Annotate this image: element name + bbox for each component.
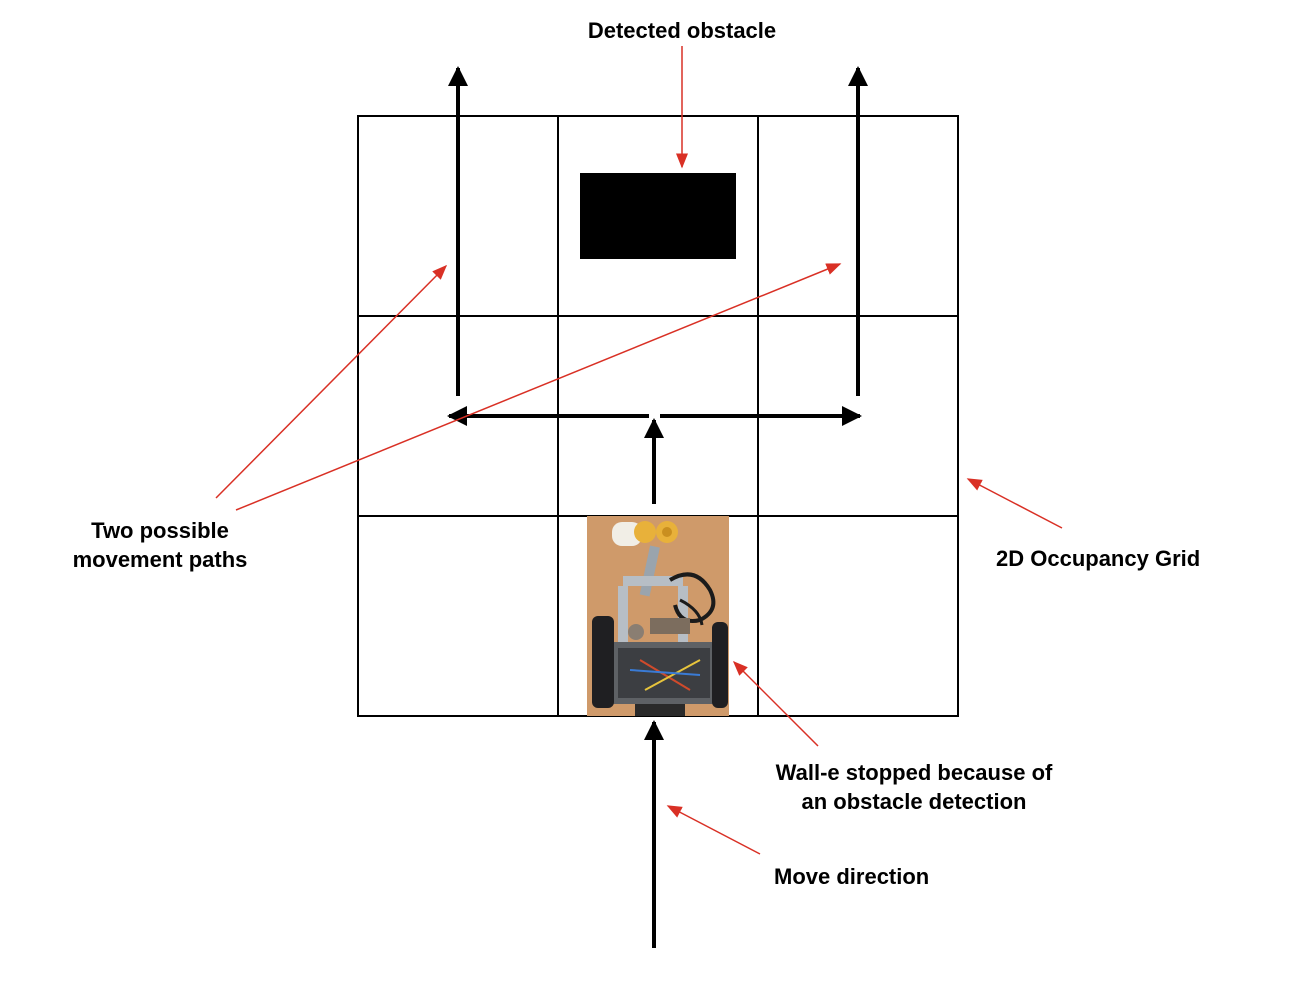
direction-annotation-arrow: [666, 805, 761, 855]
movement-paths-label: Two possible movement paths: [40, 516, 280, 574]
robot-stopped-label: Wall-e stopped because of an obstacle de…: [744, 758, 1084, 816]
robot-stopped-label-line1: Wall-e stopped because of: [775, 760, 1053, 785]
grid-annotation-arrow: [966, 478, 1063, 529]
annotation-arrows: [215, 46, 1063, 855]
movement-paths-label-line1: Two possible: [91, 518, 229, 543]
robot-annotation-arrow: [732, 660, 819, 747]
detected-obstacle-block: [580, 173, 736, 259]
occupancy-grid-label: 2D Occupancy Grid: [996, 546, 1201, 571]
movement-paths-label-line2: movement paths: [72, 547, 248, 572]
move-direction-label: Move direction: [774, 864, 930, 889]
movement-path-arrows: [447, 66, 868, 948]
detected-obstacle-label: Detected obstacle: [587, 18, 777, 43]
robot-stopped-label-line2: an obstacle detection: [801, 789, 1027, 814]
wall-e-robot-icon: [587, 516, 729, 716]
right-path-annotation-arrow: [235, 263, 842, 511]
left-path-annotation-arrow: [215, 264, 448, 499]
